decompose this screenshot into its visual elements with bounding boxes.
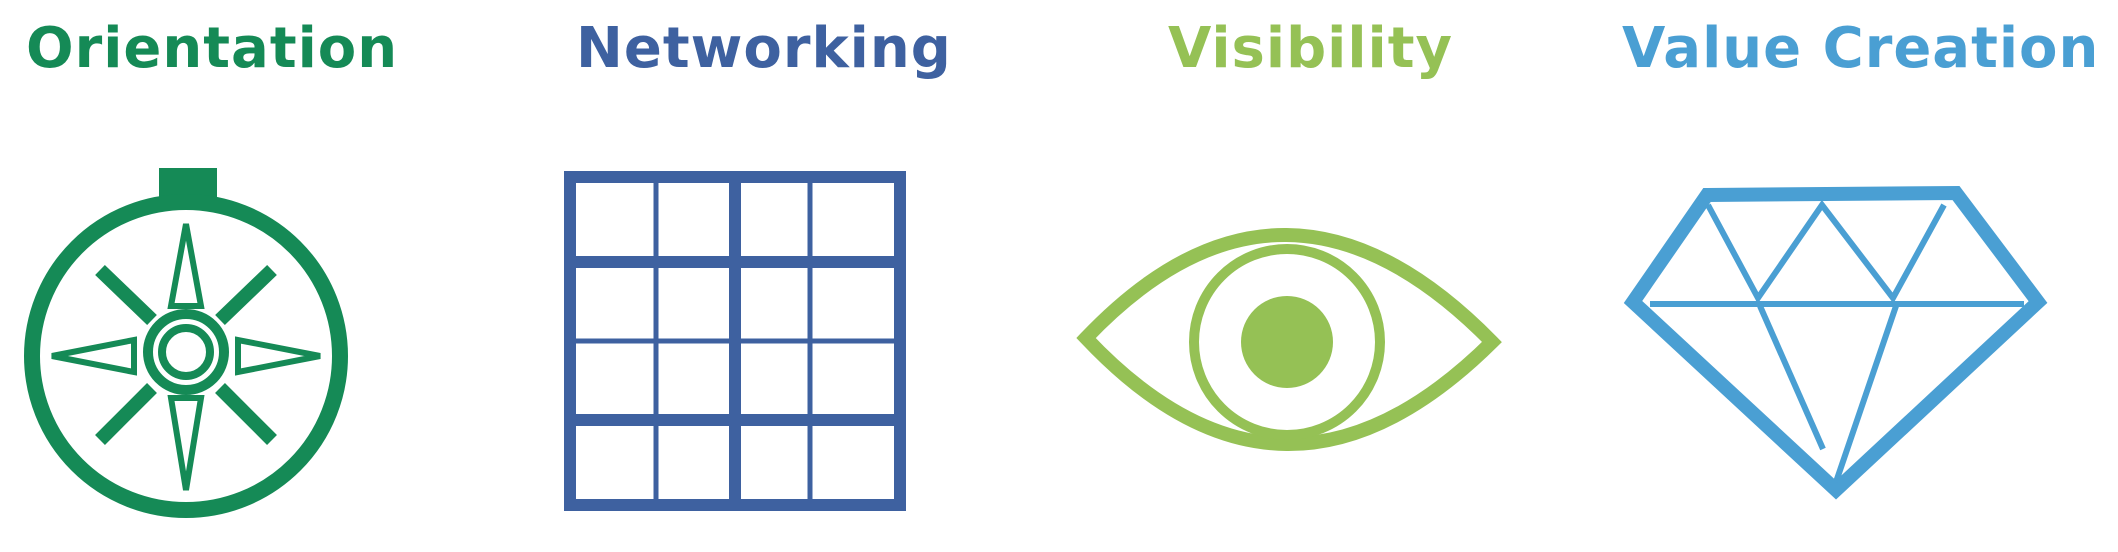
eye-outline (1076, 228, 1502, 451)
compass-center-ring (143, 309, 229, 395)
compass-top-tab (159, 168, 217, 198)
value-creation-title: Value Creation (1622, 16, 2100, 81)
networking-title: Networking (576, 16, 952, 81)
eye-pupil (1241, 296, 1333, 388)
diamond-outline (1623, 185, 2048, 500)
compass-diagonals (95, 264, 277, 445)
compass-star (51, 223, 321, 491)
compass-outer-ring (24, 194, 348, 518)
diamond-facets (1650, 199, 2024, 483)
grid-minor-lines (570, 177, 900, 505)
orientation-title: Orientation (26, 16, 399, 81)
eye-iris (1189, 244, 1385, 440)
visibility-title: Visibility (1168, 16, 1454, 81)
compass-center-inner (158, 324, 214, 380)
